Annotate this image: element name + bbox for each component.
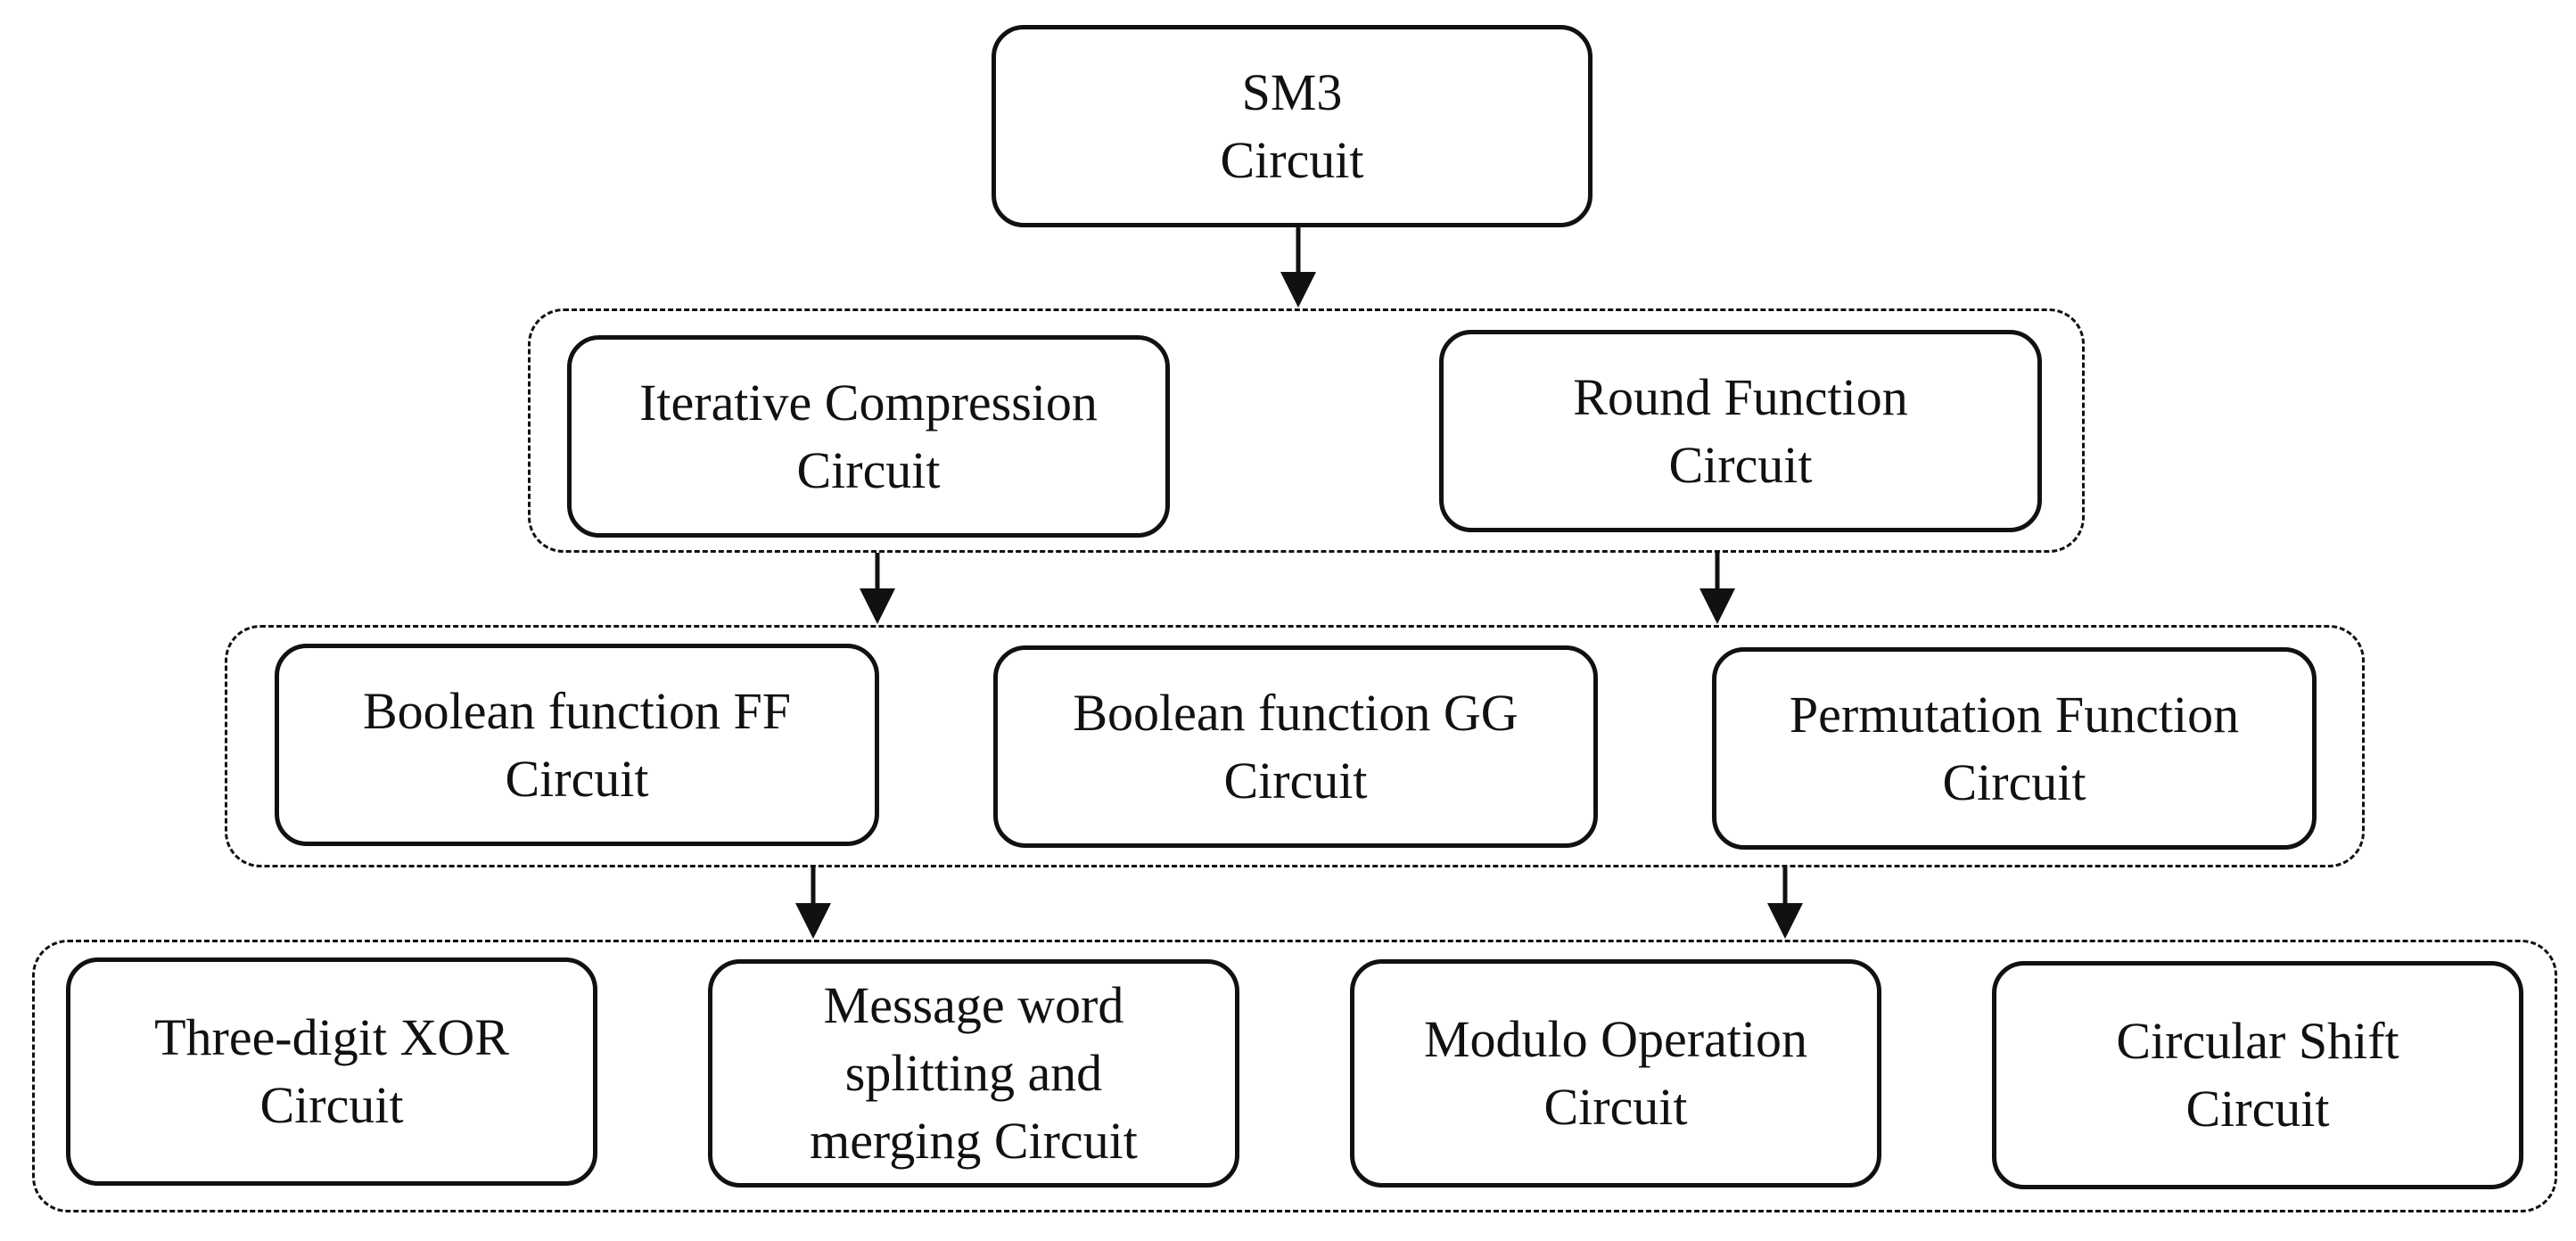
box-line: Circuit [1223, 751, 1368, 810]
box-line: Circuit [259, 1076, 404, 1134]
box-line: Iterative Compression [639, 373, 1098, 431]
boolean-ff-box: Boolean function FF Circuit [275, 644, 879, 846]
box-line: Boolean function GG [1073, 683, 1518, 742]
level2-group [225, 625, 2365, 867]
box-line: Circuit [796, 440, 941, 499]
box-line: SM3 [1241, 62, 1343, 121]
box-line: merging Circuit [810, 1112, 1138, 1170]
box-line: Permutation Function [1789, 685, 2240, 744]
box-line: Circular Shift [2116, 1012, 2399, 1070]
level1-group [528, 308, 2085, 553]
box-line: Circuit [1942, 752, 2086, 811]
level3-group [32, 940, 2557, 1212]
box-line: Circuit [505, 749, 649, 808]
box-line: Circuit [1220, 130, 1364, 189]
modulo-operation-box: Modulo Operation Circuit [1350, 959, 1881, 1188]
message-word-splitting-box: Message word splitting and merging Circu… [708, 959, 1239, 1188]
box-line: Modulo Operation [1423, 1010, 1808, 1068]
box-line: Three-digit XOR [154, 1008, 509, 1066]
box-line: Message word [823, 976, 1124, 1034]
circular-shift-box: Circular Shift Circuit [1992, 961, 2523, 1189]
box-line: Boolean function FF [362, 681, 792, 740]
boolean-gg-box: Boolean function GG Circuit [993, 645, 1598, 848]
box-line: splitting and [844, 1044, 1103, 1102]
box-line: Circuit [2185, 1080, 2330, 1138]
box-line: Circuit [1668, 435, 1813, 494]
box-line: Round Function [1573, 367, 1908, 426]
iterative-compression-box: Iterative Compression Circuit [567, 335, 1170, 538]
round-function-box: Round Function Circuit [1439, 330, 2042, 532]
sm3-circuit-box: SM3 Circuit [992, 25, 1593, 227]
box-line: Circuit [1543, 1078, 1688, 1136]
three-digit-xor-box: Three-digit XOR Circuit [66, 957, 597, 1186]
permutation-function-box: Permutation Function Circuit [1712, 647, 2317, 850]
